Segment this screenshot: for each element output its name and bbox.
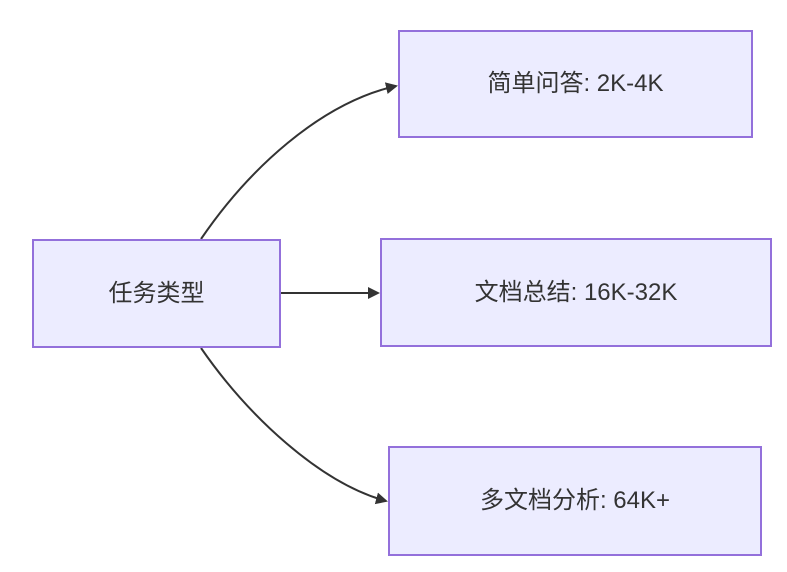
node-multi-doc: 多文档分析: 64K+ [388,446,762,556]
node-multi-doc-label: 多文档分析: 64K+ [479,487,671,515]
node-doc-summary-label: 文档总结: 16K-32K [474,278,678,306]
edge-task-type-to-simple-qa [200,82,398,240]
node-task-type: 任务类型 [32,239,281,348]
node-simple-qa: 简单问答: 2K-4K [398,30,753,138]
edge-task-type-to-multi-doc [200,347,388,505]
node-doc-summary: 文档总结: 16K-32K [380,238,772,347]
node-simple-qa-label: 简单问答: 2K-4K [487,70,664,98]
node-task-type-label: 任务类型 [108,279,205,307]
